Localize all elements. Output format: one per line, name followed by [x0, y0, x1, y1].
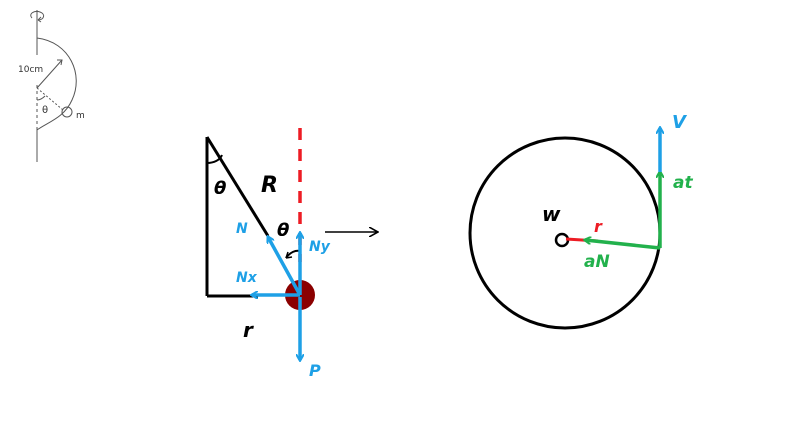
- circular-motion-diagram: w r V at aN: [468, 112, 693, 330]
- sketch-bead: [61, 106, 73, 118]
- sketch-radius: [36, 59, 63, 89]
- label-at: at: [673, 173, 693, 193]
- sketch-bead-line: [36, 87, 64, 111]
- label-N: N: [236, 221, 248, 237]
- label-theta: θ: [277, 220, 289, 241]
- label-Nx: Nx: [236, 270, 258, 286]
- sketch-length-label: 10cm: [18, 65, 43, 75]
- top-angle-arc: [206, 154, 223, 164]
- rotation-icon: [30, 11, 45, 21]
- label-V: V: [672, 112, 688, 133]
- label-theta-top: θ: [214, 178, 226, 199]
- label-r-circle: r: [594, 217, 603, 236]
- label-r: r: [243, 318, 254, 342]
- sketch-angle-arc: [36, 95, 46, 101]
- normal-acceleration-arrow: [585, 240, 661, 250]
- label-aN: aN: [584, 252, 610, 272]
- orbit-circle: [468, 136, 662, 330]
- sketch-angle-label: θ: [42, 105, 48, 116]
- normal-force-arrow: [268, 237, 302, 296]
- label-R: R: [261, 173, 278, 198]
- setup-sketch: 10cm θ m: [18, 10, 85, 162]
- sketch-hoop: [36, 37, 77, 131]
- label-omega: w: [542, 202, 561, 226]
- force-diagram: R θ θ N Nx Ny P r: [205, 128, 378, 380]
- sketch-mass-label: m: [76, 111, 85, 121]
- triangle-hypotenuse-R: [205, 136, 270, 237]
- label-Ny: Ny: [309, 239, 331, 255]
- label-P: P: [309, 361, 321, 380]
